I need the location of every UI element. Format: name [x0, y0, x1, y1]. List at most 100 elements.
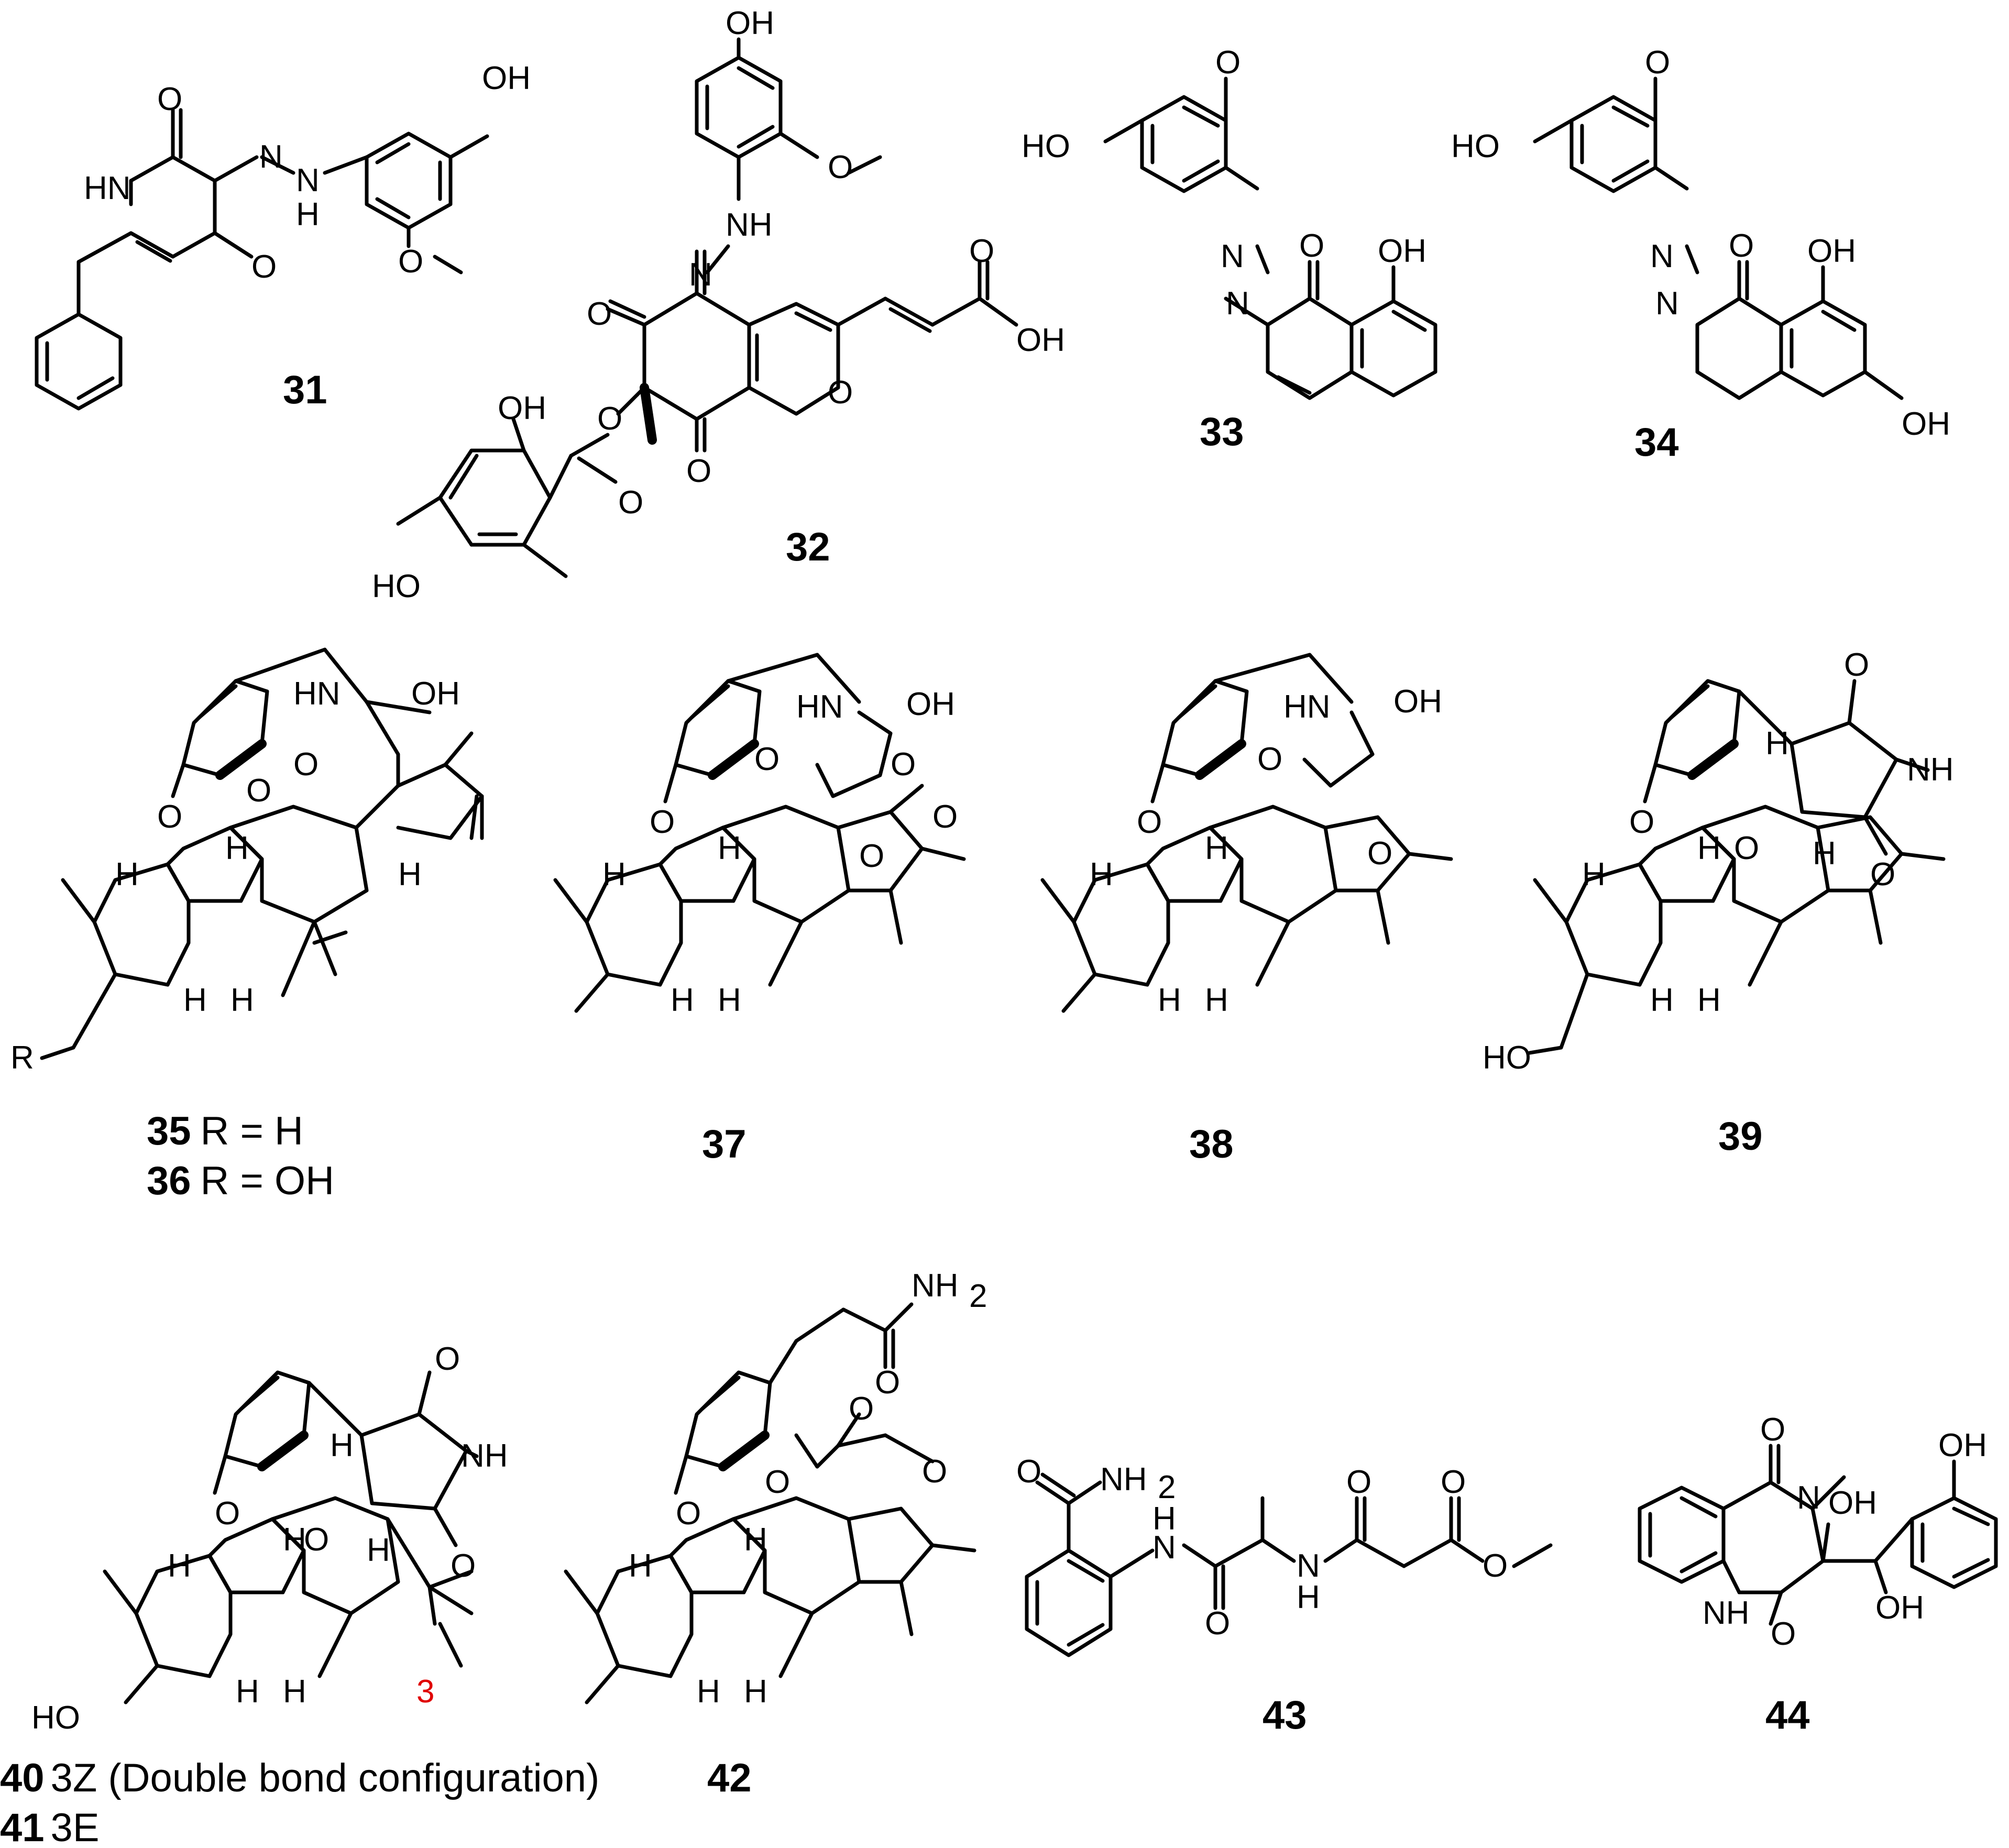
structure-44: O N OH NH O OH OH 44 — [1638, 1412, 1998, 1737]
label-h: H — [744, 1674, 767, 1710]
label-n: N — [1655, 285, 1679, 322]
label-o: O — [828, 149, 853, 185]
label-o: O — [293, 746, 319, 783]
label-h: H — [330, 1427, 354, 1464]
label-h: H — [1297, 1579, 1320, 1615]
label-nh: NH — [461, 1438, 508, 1474]
label-o: O — [618, 485, 643, 521]
legend-42: 42 — [707, 1756, 752, 1800]
structure-37: HN OH O O O O O H H H H 37 — [553, 653, 966, 1167]
label-o: O — [398, 244, 423, 280]
structure-32: OH O NH N O O O O OH O O OH HO 32 — [372, 5, 1065, 604]
label-h: H — [183, 982, 207, 1018]
label-oh: OH — [906, 686, 955, 722]
label-oh: OH — [1807, 233, 1856, 269]
label-oh: OH — [1938, 1427, 1987, 1464]
label-h: H — [1090, 856, 1113, 893]
label-n: N — [1152, 1530, 1176, 1566]
label-h: H — [1158, 982, 1181, 1018]
label-h: H — [168, 1548, 191, 1584]
label-h: H — [744, 1522, 767, 1558]
label-oh: OH — [1393, 684, 1442, 720]
label-n: N — [1221, 238, 1244, 274]
label-oh: OH — [1875, 1590, 1924, 1626]
label-o: O — [246, 773, 271, 809]
label-o: O — [1215, 45, 1240, 81]
label-o: O — [1734, 830, 1759, 866]
label-o: O — [251, 249, 277, 285]
label-h: H — [1205, 982, 1228, 1018]
structure-31: OH O O HN N N H O 31 — [35, 60, 531, 412]
label-o: O — [1257, 741, 1282, 777]
structure-34: HO O N N O OH OH 34 — [1451, 45, 1950, 465]
label-h: H — [398, 856, 422, 893]
label-o: O — [1346, 1464, 1371, 1500]
label-h: H — [236, 1674, 259, 1710]
label-o: O — [686, 453, 711, 489]
label-h: H — [1697, 830, 1721, 866]
compound-label-38: 38 — [1189, 1122, 1234, 1167]
label-ho: HO — [1022, 128, 1070, 164]
label-o: O — [969, 233, 994, 269]
label-o: O — [1771, 1616, 1796, 1652]
label-o: O — [304, 1522, 329, 1558]
compound-label-39: 39 — [1718, 1114, 1763, 1159]
label-o: O — [1645, 45, 1670, 81]
label-o: O — [891, 746, 916, 783]
label-o: O — [932, 799, 958, 835]
label-nh: NH — [1907, 752, 1954, 788]
label-o: O — [587, 296, 612, 332]
label-nh: NH — [726, 207, 773, 243]
label-o: O — [1205, 1605, 1230, 1642]
structure-39: O NH O H O H O H H H H HO 39 — [1483, 647, 1954, 1159]
label-hn: HN — [293, 676, 341, 712]
compound-label-44: 44 — [1765, 1693, 1810, 1737]
label-h: H — [1765, 725, 1789, 762]
label-h: H — [115, 856, 139, 893]
compound-label-31: 31 — [283, 368, 327, 412]
structure-33: HO O N N O OH 33 — [1022, 45, 1437, 454]
label-ho: HO — [372, 568, 421, 604]
compound-label-43: 43 — [1263, 1693, 1307, 1737]
label-nh2: NH — [1100, 1461, 1147, 1498]
label-h: H — [367, 1532, 390, 1568]
label-n: N — [689, 257, 712, 293]
label-n: N — [1297, 1548, 1320, 1584]
label-oh: OH — [726, 5, 774, 41]
label-n: N — [1226, 285, 1249, 322]
label-oh: OH — [1828, 1485, 1877, 1521]
label-subscript-2: 2 — [969, 1278, 987, 1314]
label-o: O — [597, 401, 622, 437]
locant-3: 3 — [416, 1674, 434, 1710]
label-oh: OH — [498, 390, 546, 426]
label-h: H — [283, 1522, 306, 1558]
label-o: O — [1441, 1464, 1466, 1500]
label-o: O — [875, 1365, 900, 1401]
label-o: O — [754, 741, 780, 777]
label-o: O — [1299, 228, 1324, 264]
label-h: H — [629, 1548, 652, 1584]
structure-38: HN OH O O O H H H H 38 — [1040, 653, 1453, 1167]
label-r: R — [10, 1040, 34, 1076]
label-o: O — [215, 1495, 240, 1532]
label-ho: HO — [31, 1700, 80, 1736]
label-h: H — [1152, 1501, 1176, 1537]
label-o: O — [1483, 1548, 1508, 1584]
label-oh: OH — [1902, 406, 1950, 442]
label-h: H — [225, 830, 249, 866]
label-h: H — [283, 1674, 306, 1710]
compound-label-33: 33 — [1200, 410, 1244, 454]
compound-label-32: 32 — [786, 525, 830, 569]
label-h: H — [602, 856, 626, 893]
label-n: N — [259, 139, 283, 175]
label-o: O — [1729, 228, 1754, 264]
label-h: H — [1650, 982, 1674, 1018]
label-o: O — [1844, 647, 1869, 683]
label-o: O — [1137, 804, 1162, 840]
structure-42: NH 2 O O O O O H H H H 42 — [564, 1268, 987, 1800]
